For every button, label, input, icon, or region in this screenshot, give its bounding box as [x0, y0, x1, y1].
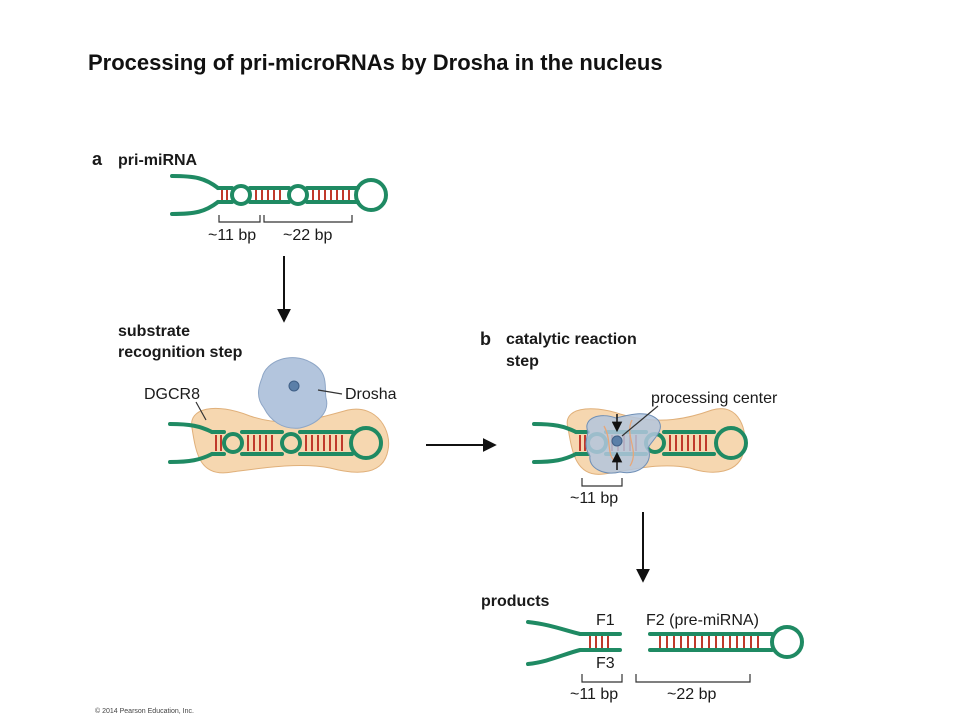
- page-title: Processing of pri-microRNAs by Drosha in…: [88, 50, 663, 75]
- processing-center-pointer: [621, 405, 659, 437]
- f3-label: F3: [596, 655, 615, 672]
- drosha-pointer: [317, 389, 343, 395]
- panel-b-heading-line2: step: [506, 353, 539, 370]
- processing-center-site: [611, 435, 623, 447]
- substrate-base-pairs: [215, 435, 343, 451]
- substrate-heading-line1: substrate: [118, 323, 190, 340]
- pri-mirna-base-pairs: [221, 190, 350, 200]
- drosha-active-site: [288, 380, 300, 392]
- panel-b-heading-line1: catalytic reaction: [506, 331, 637, 348]
- dgcr8-complex: [191, 407, 390, 474]
- pri-mirna-hairpin: [170, 174, 388, 216]
- pri-mirna-measure-22bp: ~22 bp: [283, 227, 332, 244]
- products-bracket-left: [581, 674, 623, 683]
- substrate-recognition-panel: substrate recognition step: [118, 323, 397, 474]
- products-measure-11bp: ~11 bp: [570, 686, 618, 703]
- catalytic-bracket: [581, 478, 623, 487]
- pre-mirna-base-pairs: [659, 636, 759, 648]
- f1-label: F1: [596, 612, 615, 629]
- drosha-label: Drosha: [345, 386, 397, 403]
- products-measure-22bp: ~22 bp: [667, 686, 716, 703]
- copyright-notice: © 2014 Pearson Education, Inc.: [95, 707, 194, 715]
- pre-mirna-hairpin: [648, 625, 804, 659]
- panel-a-letter: a: [92, 149, 103, 169]
- panel-b: b catalytic reaction step: [480, 329, 778, 507]
- processing-center-label: processing center: [651, 390, 778, 407]
- panel-a-heading: pri-miRNA: [118, 152, 198, 169]
- panel-a: a pri-miRNA: [92, 149, 388, 244]
- products-bracket-right: [635, 674, 751, 683]
- pri-mirna-measure-11bp: ~11 bp: [208, 227, 256, 244]
- f1-f3-base-pairs: [589, 636, 609, 648]
- pri-mirna-brackets: [218, 215, 353, 223]
- dgcr8-pointer: [195, 401, 207, 421]
- drosha-strand-trace-2: [629, 419, 635, 467]
- panel-b-letter: b: [480, 329, 491, 349]
- f2-label: F2 (pre-miRNA): [646, 612, 759, 629]
- dgcr8-label: DGCR8: [144, 386, 200, 403]
- f1-f3-fragments: [526, 620, 622, 666]
- drosha-protein: [258, 357, 328, 429]
- products-heading: products: [481, 593, 550, 610]
- substrate-hairpin: [168, 422, 383, 464]
- products-panel: products F1 F2 (pre-miRNA) F3: [481, 593, 804, 703]
- substrate-heading-line2: recognition step: [118, 344, 243, 361]
- catalytic-measure-11bp: ~11 bp: [570, 490, 618, 507]
